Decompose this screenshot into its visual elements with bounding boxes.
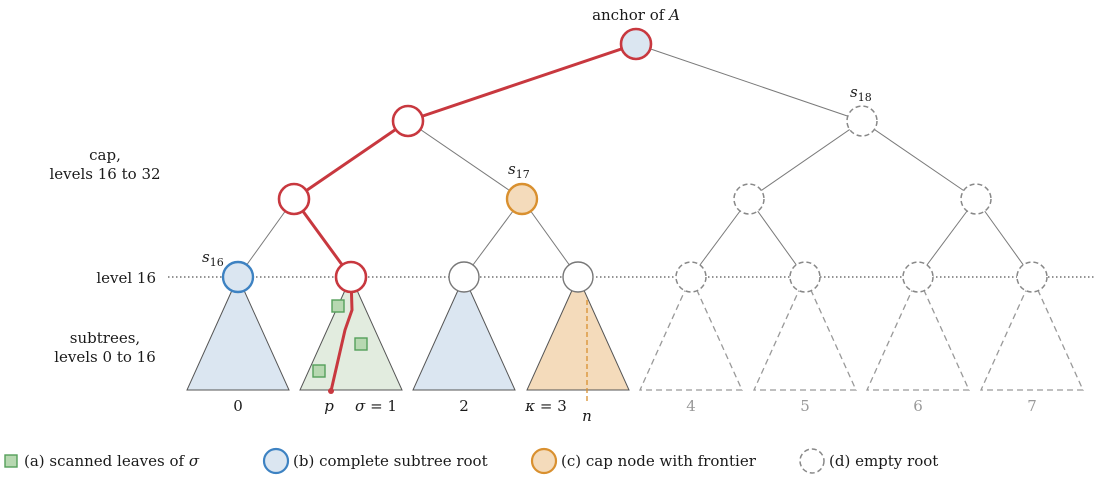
- subtrees-label-line1: subtrees,: [70, 329, 140, 347]
- subtree-index-4: 4: [686, 397, 696, 415]
- s18-label: s18: [850, 83, 872, 104]
- s16-node: [221, 260, 255, 294]
- empty-cap-node: [733, 183, 765, 215]
- svg-text:(b) complete subtree root: (b) complete subtree root: [293, 452, 488, 470]
- svg-text:(a) scanned leaves of σ: (a) scanned leaves of σ: [24, 452, 200, 470]
- tree-nodes: [221, 27, 1048, 294]
- s17-label: s17: [508, 160, 530, 181]
- subtree-index-1: σ = 1: [355, 397, 397, 415]
- empty-root-node: [789, 261, 821, 293]
- subtree-index-2: 2: [459, 397, 469, 415]
- subtree-root-node: [562, 261, 594, 293]
- legend: (a) scanned leaves of σ (b) complete sub…: [4, 447, 938, 475]
- s16-label: s16: [202, 248, 224, 269]
- level-16-label: level 16: [96, 269, 156, 287]
- subtree-root-node: [334, 260, 368, 294]
- subtree-triangles: [186, 275, 1085, 391]
- anchor-node: [619, 27, 653, 61]
- subtree-5-triangle: [752, 275, 858, 391]
- s18-node: [846, 105, 878, 137]
- anchor-label: anchor of A: [592, 6, 680, 24]
- empty-root-node: [1016, 261, 1048, 293]
- leaf-p-label: p: [324, 397, 334, 415]
- subtree-root-node: [448, 261, 480, 293]
- legend-item-b: (b) complete subtree root: [262, 447, 488, 475]
- scanned-leaves: [312, 299, 368, 378]
- subtree-4-triangle: [638, 275, 744, 391]
- empty-cap-node: [960, 183, 992, 215]
- subtree-3-triangle: [526, 275, 630, 391]
- svg-text:(d) empty root: (d) empty root: [829, 452, 938, 470]
- subtrees-label-line2: levels 0 to 16: [54, 348, 156, 366]
- blue-circle-icon: [262, 447, 290, 475]
- leaf-p-dot: [328, 388, 334, 394]
- cap-node: [391, 104, 425, 138]
- subtree-index-0: 0: [233, 397, 243, 415]
- empty-root-node: [902, 261, 934, 293]
- subtree-1-triangle: [299, 275, 403, 391]
- subtree-7-triangle: [979, 275, 1085, 391]
- subtree-index-5: 5: [800, 397, 810, 415]
- cap-label-line2: levels 16 to 32: [49, 165, 160, 183]
- empty-root-node: [675, 261, 707, 293]
- cap-label-line1: cap,: [89, 146, 121, 164]
- frontier-n-label: n: [582, 407, 592, 425]
- scanned-leaf-square: [354, 337, 368, 351]
- legend-item-a: (a) scanned leaves of σ: [4, 452, 200, 470]
- scanned-leaf-square: [312, 364, 326, 378]
- svg-text:(c) cap node with frontier: (c) cap node with frontier: [561, 452, 757, 470]
- scanned-leaf-square: [331, 299, 345, 313]
- cap-node: [277, 182, 311, 216]
- orange-circle-icon: [530, 447, 558, 475]
- legend-item-d: (d) empty root: [799, 448, 938, 474]
- s17-node: [505, 182, 539, 216]
- subtree-index-7: 7: [1027, 397, 1037, 415]
- green-square-icon: [4, 454, 18, 468]
- subtree-6-triangle: [865, 275, 971, 391]
- subtree-index-6: 6: [913, 397, 923, 415]
- dashed-circle-icon: [799, 448, 825, 474]
- cap-edges: [237, 43, 1033, 278]
- legend-item-c: (c) cap node with frontier: [530, 447, 757, 475]
- subtree-0-triangle: [186, 275, 290, 391]
- subtree-2-triangle: [412, 275, 516, 391]
- subtree-index-3: κ = 3: [524, 397, 567, 415]
